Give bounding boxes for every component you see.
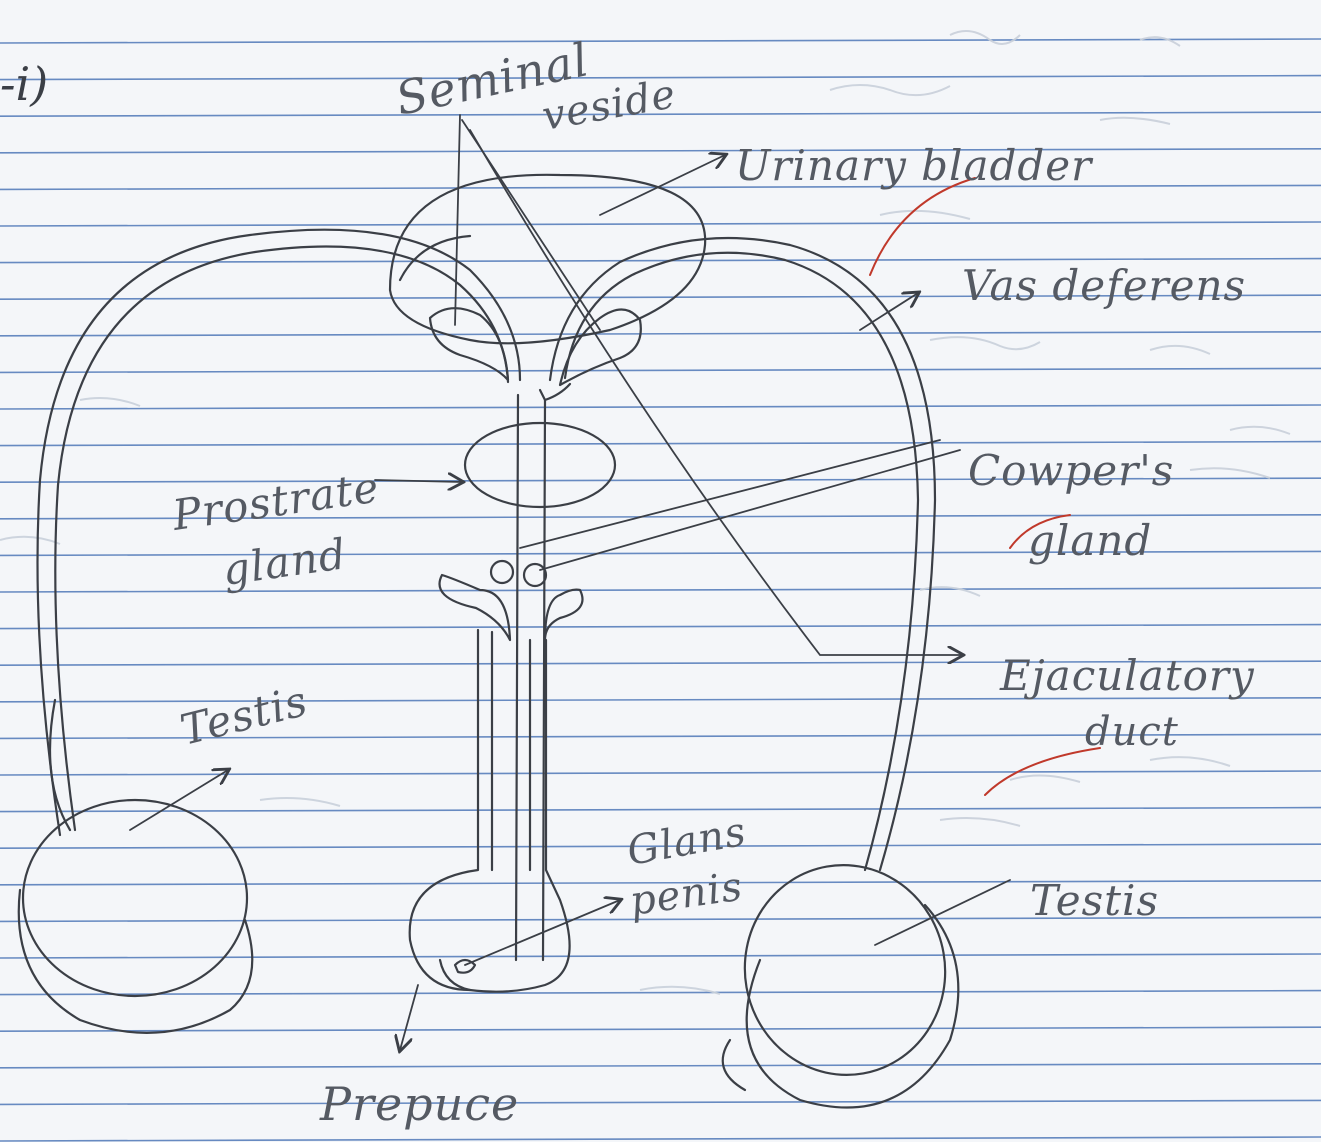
label-cowpers-1: Cowper's xyxy=(968,446,1174,495)
label-ejaculatory-2: duct xyxy=(1085,709,1179,755)
label-cowpers-2: gland xyxy=(1028,516,1152,565)
label-ejaculatory-1: Ejaculatory xyxy=(999,651,1255,700)
question-marker: -i) xyxy=(0,57,48,111)
label-prepuce: Prepuce xyxy=(319,1077,519,1131)
label-urinary-bladder: Urinary bladder xyxy=(735,141,1094,190)
label-vas-deferens: Vas deferens xyxy=(962,261,1246,310)
label-testis-right: Testis xyxy=(1030,876,1159,925)
